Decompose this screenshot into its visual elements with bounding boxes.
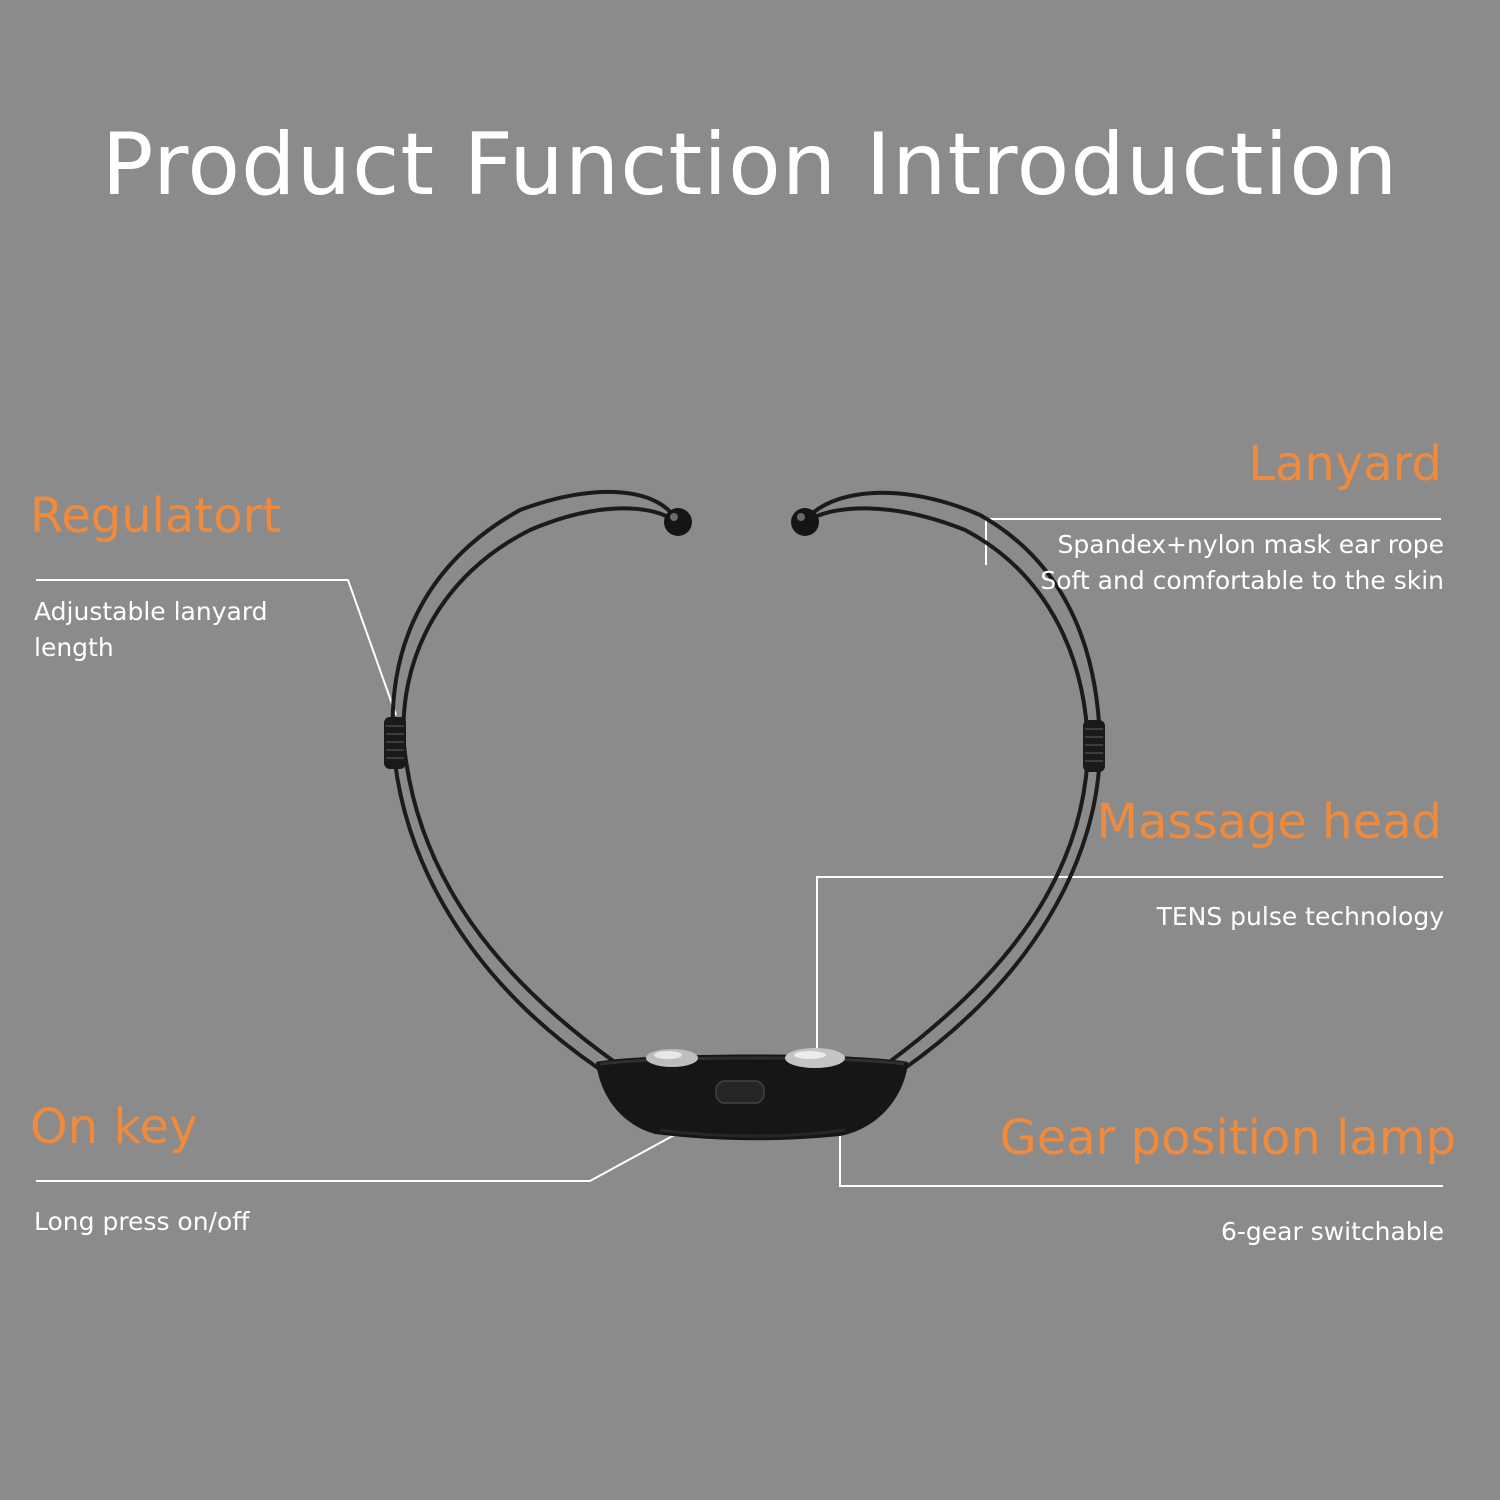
lanyard-cords (390, 489, 1103, 1070)
regulator-desc-line-2: length (34, 633, 114, 662)
lanyard-label: Lanyard (1248, 436, 1442, 492)
left-inner-cord (401, 506, 678, 1065)
right-outer-cord (804, 490, 1103, 1070)
on-key-desc-line-1: Long press on/off (34, 1207, 250, 1236)
right-regulator-slider (1083, 720, 1105, 772)
gear-lamp-label: Gear position lamp (999, 1110, 1457, 1166)
right-pad-shine (794, 1051, 826, 1059)
gear-lamp-leader-line (839, 1133, 1443, 1187)
regulator-desc-line-1: Adjustable lanyard (34, 597, 268, 626)
right-bead-highlight (797, 513, 805, 521)
regulator-leader-line (36, 579, 397, 716)
left-regulator-slider (384, 717, 406, 769)
gear-lamp-desc-line-1: 6-gear switchable (1220, 1217, 1444, 1246)
left-bead-highlight (670, 513, 678, 521)
left-pad-shine (654, 1051, 682, 1059)
left-cord-bead (664, 508, 692, 536)
massage-head-leader-line (816, 876, 1443, 1053)
massage-head-desc-line-1: TENS pulse technology (1156, 902, 1444, 931)
on-key-label: On key (30, 1099, 198, 1155)
right-inner-cord (804, 506, 1091, 1065)
massage-head-label: Massage head (1096, 794, 1442, 850)
device-body (596, 1048, 908, 1141)
gear-lamp-strip (659, 1128, 846, 1138)
left-outer-cord (390, 489, 678, 1070)
lanyard-desc-line-2: Soft and comfortable to the skin (1040, 566, 1444, 595)
on-key-button (715, 1080, 765, 1104)
device-top-edge (599, 1056, 905, 1066)
regulator-label: Regulatort (30, 488, 282, 544)
lanyard-desc-line-1: Spandex+nylon mask ear rope (1057, 530, 1444, 559)
page-title: Product Function Introduction (101, 115, 1399, 215)
right-cord-bead (791, 508, 819, 536)
